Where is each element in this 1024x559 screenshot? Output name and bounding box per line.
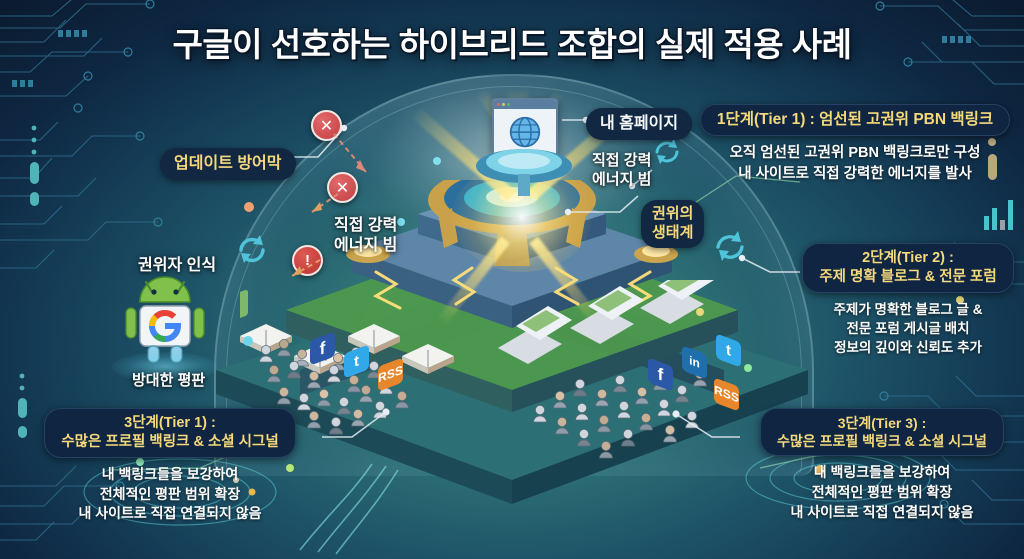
tier2-header: 2단계(Tier 2) : 주제 명확 블로그 & 전문 포럼 [802, 243, 1014, 293]
label-my-homepage: 내 홈페이지 [586, 108, 693, 140]
label-authority-ecosystem: 권위의 생태계 [641, 200, 705, 248]
tier2-body: 주제가 명확한 블로그 글 & 전문 포럼 게시글 배치 정보의 깊이와 신뢰도… [833, 301, 983, 355]
blocked-x-glyph-1: ✕ [319, 117, 334, 135]
page-title: 구글이 선호하는 하이브리드 조합의 실제 적용 사례 [172, 26, 852, 63]
label-authority-recognition: 권위자 인식 [138, 257, 217, 274]
warning-glyph: ! [305, 252, 310, 269]
tier1-header: 1단계(Tier 1) : 엄선된 고권위 PBN 백링크 [699, 104, 1011, 137]
browser-dot-red [497, 103, 500, 106]
browser-dot-green [507, 103, 510, 106]
tier3-left-body: 내 백링크들을 보강하여 전체적인 평판 범위 확장 내 사이트로 직접 연결되… [78, 465, 262, 522]
tier3-right-body: 내 백링크들을 보강하여 전체적인 평판 범위 확장 내 사이트로 직접 연결되… [790, 464, 974, 521]
browser-titlebar [494, 100, 556, 109]
warning-icon: ! [292, 245, 323, 276]
tier1-callout: 1단계(Tier 1) : 엄선된 고권위 PBN 백링크 오직 엄선된 고권위… [690, 104, 1020, 184]
label-beam-left: 직접 강력 에너지 빔 [334, 217, 398, 254]
blocked-x-icon-1: ✕ [311, 110, 342, 141]
google-android-mascot [125, 276, 205, 363]
my-homepage-browser-card [492, 98, 558, 158]
label-vast-reputation: 방대한 평판 [132, 372, 206, 389]
tier3-left-callout: 3단계(Tier 1) : 수많은 프로필 백링크 & 소셜 시그널 내 백링크… [18, 408, 322, 524]
blocked-x-glyph-2: ✕ [335, 179, 350, 197]
label-beam-right: 직접 강력 에너지 빔 [592, 152, 652, 188]
browser-dot-yellow [502, 103, 505, 106]
globe-icon [509, 116, 541, 148]
tier3-left-header: 3단계(Tier 1) : 수많은 프로필 백링크 & 소셜 시그널 [44, 408, 296, 458]
blocked-x-icon-2: ✕ [327, 172, 358, 203]
tier3-right-header: 3단계(Tier 3) : 수많은 프로필 백링크 & 소셜 시그널 [760, 408, 1004, 457]
label-update-shield: 업데이트 방어막 [160, 148, 296, 180]
tier2-callout: 2단계(Tier 2) : 주제 명확 블로그 & 전문 포럼 주제가 명확한 … [796, 243, 1020, 357]
tier1-body: 오직 엄선된 고권위 PBN 백링크로만 구성 내 사이트로 직접 강력한 에너… [729, 145, 981, 182]
tier3-right-callout: 3단계(Tier 3) : 수많은 프로필 백링크 & 소셜 시그널 내 백링크… [740, 408, 1024, 523]
